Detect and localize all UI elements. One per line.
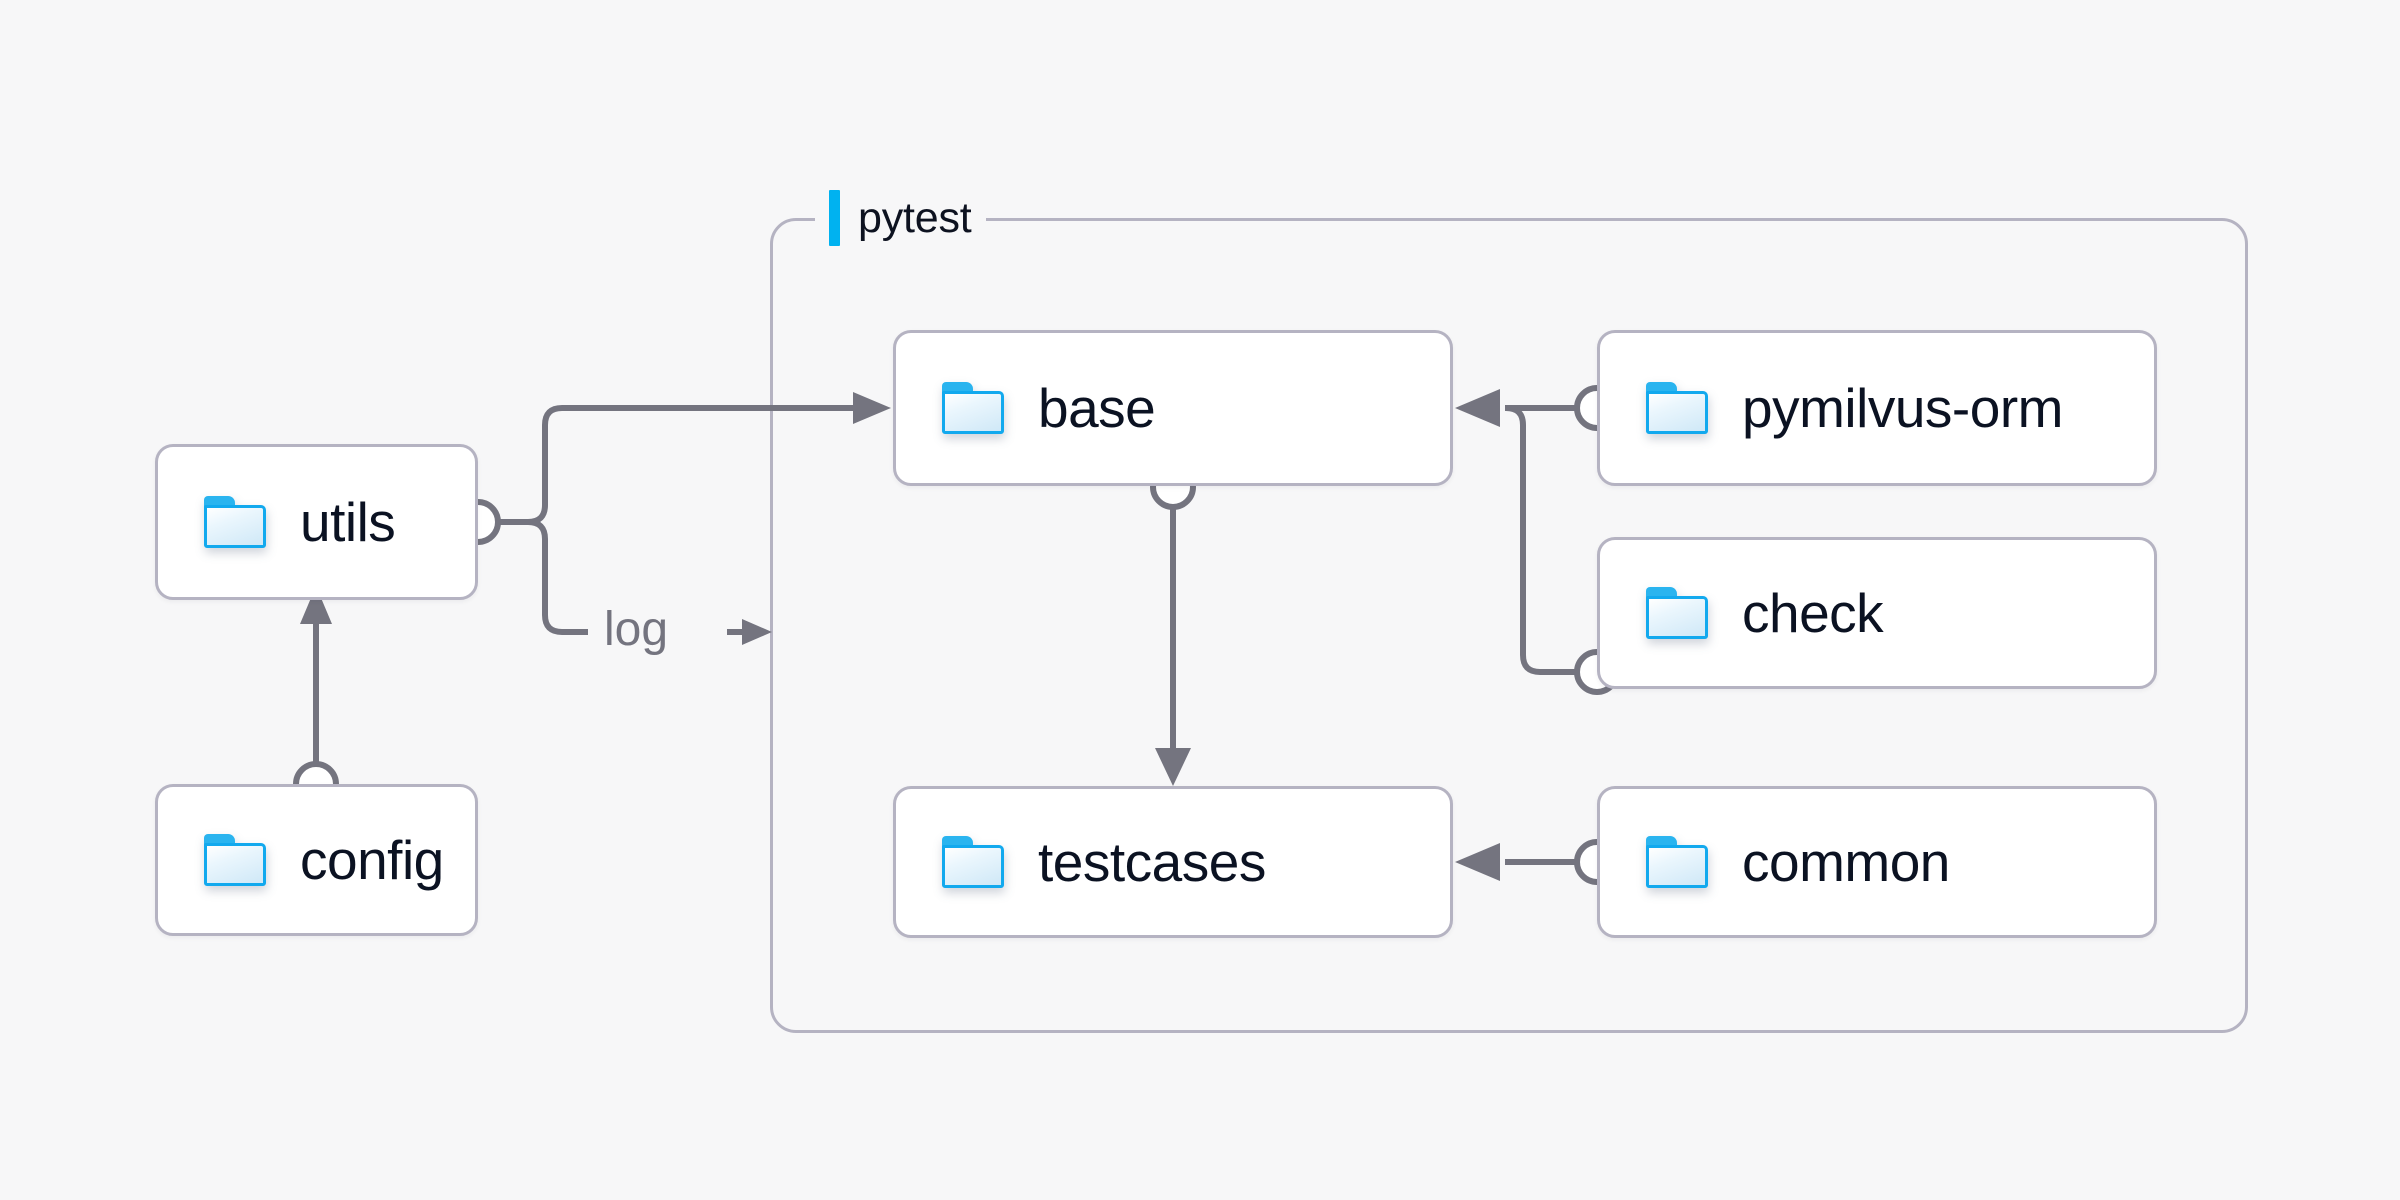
node-testcases[interactable]: testcases [893, 786, 1453, 938]
folder-icon [204, 496, 266, 548]
folder-icon [204, 834, 266, 886]
node-label-pymilvus-orm: pymilvus-orm [1742, 377, 2063, 439]
folder-icon [1646, 382, 1708, 434]
node-label-testcases: testcases [1038, 831, 1266, 893]
folder-icon [1646, 587, 1708, 639]
folder-icon [942, 382, 1004, 434]
edge-label-log: log [604, 603, 669, 656]
node-label-utils: utils [300, 491, 396, 553]
edge-log-arrow [727, 619, 772, 645]
folder-icon [942, 836, 1004, 888]
node-config[interactable]: config [155, 784, 478, 936]
node-utils[interactable]: utils [155, 444, 478, 600]
node-label-base: base [1038, 377, 1156, 439]
node-check[interactable]: check [1597, 537, 2157, 689]
node-base[interactable]: base [893, 330, 1453, 486]
node-pymilvus-orm[interactable]: pymilvus-orm [1597, 330, 2157, 486]
edge-config-to-utils [293, 586, 339, 807]
node-common[interactable]: common [1597, 786, 2157, 938]
group-label-pytest: pytest [815, 190, 986, 246]
folder-icon [1646, 836, 1708, 888]
edge-utils-to-log [497, 519, 588, 635]
accent-bar-icon [829, 190, 840, 246]
node-label-check: check [1742, 582, 1884, 644]
group-title-text: pytest [858, 193, 972, 242]
node-label-config: config [300, 829, 444, 891]
node-label-common: common [1742, 831, 1950, 893]
